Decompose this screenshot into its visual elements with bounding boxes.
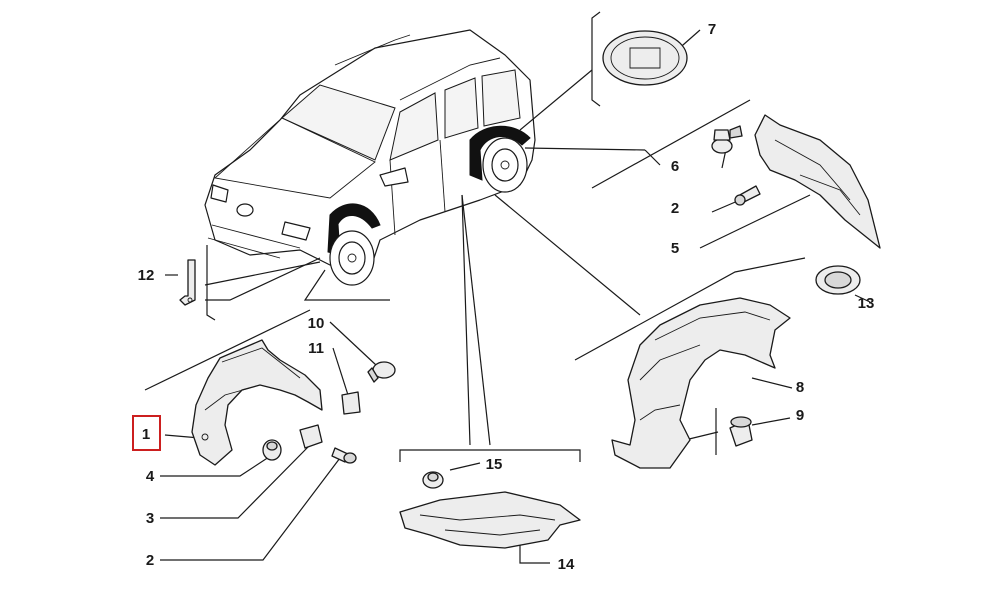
callout-12: 12	[138, 267, 155, 284]
callout-2-upper: 2	[671, 200, 679, 217]
callout-1: 1	[142, 426, 150, 443]
part-5-rear-liner	[754, 114, 881, 249]
callout-2-lower: 2	[146, 552, 154, 569]
callout-15: 15	[486, 456, 503, 473]
callout-13: 13	[858, 295, 875, 312]
part-10-screw	[367, 361, 396, 383]
leader-lines	[144, 11, 871, 564]
part-9-grommet	[729, 416, 753, 447]
callout-8: 8	[796, 379, 804, 396]
part-14-underbody-shield	[399, 491, 581, 549]
callout-7: 7	[708, 21, 716, 38]
callout-labels: 1 2 2 3 4 5 6 7 8 9 10 11 12 13 14 15	[132, 21, 875, 573]
part-2-screw-lower	[331, 447, 357, 464]
part-15-nut	[422, 471, 444, 489]
callout-11: 11	[308, 340, 324, 357]
part-12-bracket	[179, 259, 196, 306]
part-2-screw-upper	[734, 185, 761, 206]
callout-9: 9	[796, 407, 804, 424]
callout-6: 6	[671, 158, 679, 175]
part-4-nut	[262, 439, 282, 461]
callout-1-highlight-box	[132, 415, 161, 451]
part-11-clip-nut	[341, 391, 361, 415]
part-1-front-wheel-liner	[191, 339, 323, 466]
callout-4: 4	[146, 468, 155, 485]
callout-3: 3	[146, 510, 154, 527]
part-8-rear-wheel-liner	[611, 297, 791, 469]
part-13-grommet	[815, 265, 861, 295]
callout-5: 5	[671, 240, 679, 257]
callout-10: 10	[308, 315, 325, 332]
part-6-clip	[711, 125, 743, 154]
car-illustration	[204, 29, 536, 286]
part-3-clip	[299, 424, 323, 449]
part-7-cover	[602, 30, 688, 86]
callout-14: 14	[558, 556, 575, 573]
